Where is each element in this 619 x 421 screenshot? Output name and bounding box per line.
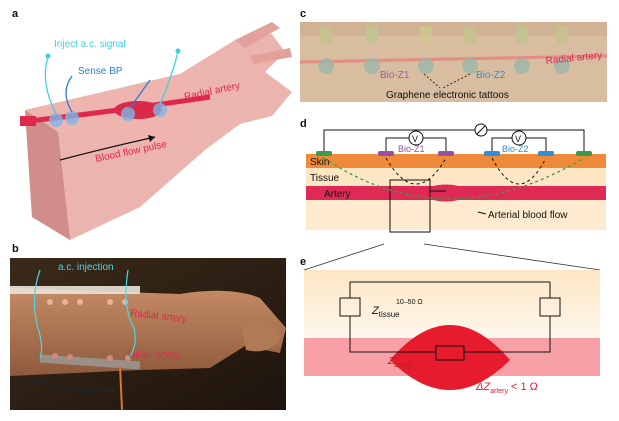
injection-label: a.c. injection (58, 262, 114, 273)
panel-c-photo: Bio-Z1 Bio-Z2 Radial artery Graphene ele… (300, 22, 607, 102)
tattoo-strips (320, 26, 568, 44)
artery-bulge (416, 184, 476, 202)
panel-d-diagram: V V Bio-Z1 Bio-Z2 Skin Tissue Artery Art… (306, 123, 606, 233)
tattoo-pointer-lines (423, 73, 471, 89)
z-tissue-sub: tissue (379, 310, 400, 319)
z-tissue-symbol: Ztissue (371, 305, 400, 319)
meter-2-symbol: V (515, 134, 521, 144)
panel-b-letter: b (12, 243, 19, 255)
panel-a-figure: Inject a.c. signal Sense BP Radial arter… (19, 22, 292, 240)
panel-c-bioz2: Bio-Z2 (476, 70, 506, 81)
inject-label: Inject a.c. signal (54, 39, 126, 50)
sensor-pads (49, 103, 167, 127)
tissue-layer (306, 168, 606, 186)
tattoo-label: Graphene electronic tattoos (386, 90, 509, 101)
delta-z-label: ΔZartery< 1 Ω (475, 381, 538, 395)
panel-c-bioz1: Bio-Z1 (380, 70, 410, 81)
panel-d-bioz2: Bio-Z2 (502, 144, 529, 154)
delta-z-bulge (390, 325, 510, 390)
panel-d-letter: d (300, 118, 307, 130)
panel-b-photo: a.c. injection Radial artery Ulnar arter… (10, 258, 286, 410)
panel-e-letter: e (300, 256, 307, 268)
panel-e-circuit: Ztissue 10–50 Ω Zartery ΔZartery< 1 Ω (303, 243, 601, 395)
flow-label-d: Arterial blood flow (488, 210, 568, 221)
sense-label: Sense BP (78, 66, 123, 77)
radial-artery-line (19, 94, 211, 125)
z-artery-sub: artery (394, 362, 412, 369)
voltmeter-2 (511, 130, 527, 146)
panel-d-bioz1: Bio-Z1 (398, 144, 425, 154)
panel-c-letter: c (300, 8, 307, 20)
electrode-dots-top (47, 299, 128, 305)
meter-1-symbol: V (412, 134, 418, 144)
voltmeter-1 (408, 130, 424, 146)
tattoo-pads (318, 58, 570, 74)
tissue-label: Tissue (310, 173, 340, 184)
skin-label: Skin (310, 157, 329, 168)
electrodes (316, 151, 592, 156)
skin-layer (306, 154, 606, 168)
z-artery-symbol: Zartery (387, 356, 413, 369)
z-tissue-range: 10–50 Ω (396, 299, 423, 306)
artery-label: Artery (324, 189, 351, 200)
panel-b-ulnar-label: Ulnar artery (128, 350, 180, 361)
panel-a-letter: a (12, 8, 19, 20)
